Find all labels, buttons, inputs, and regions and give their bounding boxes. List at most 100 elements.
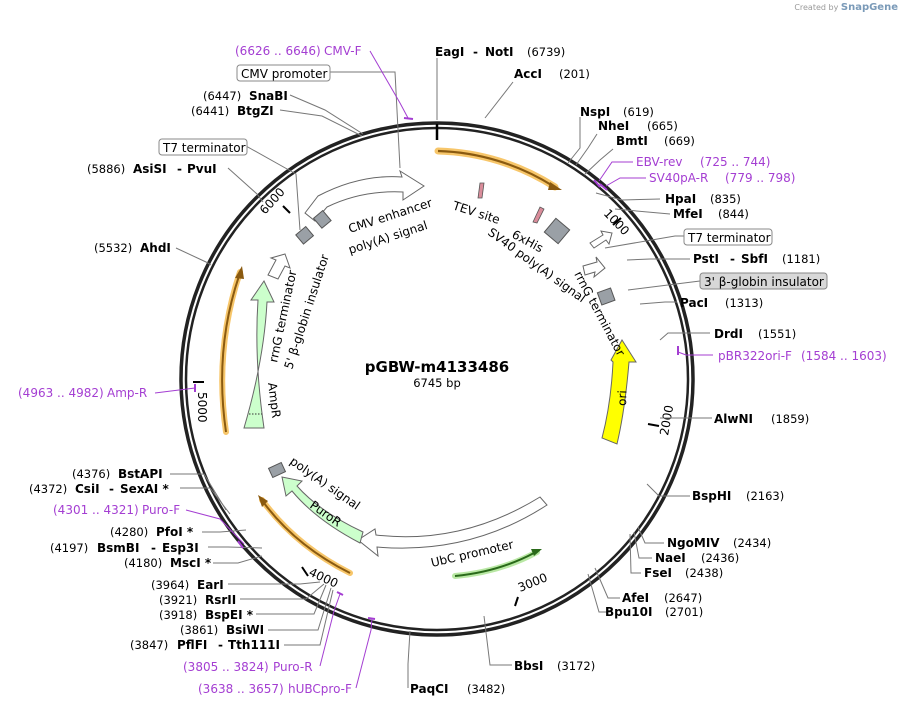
orf-bottom-arrow bbox=[263, 502, 351, 574]
svg-text:(3921): (3921) bbox=[159, 593, 197, 607]
svg-text:(2647): (2647) bbox=[664, 591, 702, 605]
tick-label-3000: 3000 bbox=[516, 570, 550, 594]
svg-text:-: - bbox=[218, 638, 223, 652]
svg-text:T7 terminator: T7 terminator bbox=[687, 231, 771, 245]
enz-eari: EarI bbox=[197, 578, 224, 592]
enz-sexai: SexAI * bbox=[120, 482, 169, 496]
svg-text:(2438): (2438) bbox=[685, 566, 723, 580]
svg-text:(3847): (3847) bbox=[130, 638, 168, 652]
ampr-arrow bbox=[243, 280, 275, 429]
svg-text:(2701): (2701) bbox=[665, 605, 703, 619]
enz-bsiwi: BsiWI bbox=[226, 623, 264, 637]
backbone-outer bbox=[179, 121, 695, 637]
svg-text:-: - bbox=[177, 162, 182, 176]
svg-text:(835): (835) bbox=[710, 192, 741, 206]
cmv-enhancer-arrow bbox=[304, 169, 425, 222]
box-t7-right bbox=[683, 228, 773, 246]
enz-acci: AccI bbox=[514, 67, 542, 81]
primer-labels: (6626 .. 6646) CMV-F EBV-rev (725 .. 744… bbox=[18, 44, 887, 696]
polya-bottom-box bbox=[267, 461, 287, 479]
enz-esp3i: Esp3I bbox=[162, 541, 199, 555]
enz-psti: PstI bbox=[693, 252, 719, 266]
puror-arrow bbox=[281, 476, 364, 544]
svg-text:(619): (619) bbox=[623, 105, 654, 119]
ori-arrow bbox=[601, 339, 637, 445]
enz-nspi: NspI bbox=[580, 105, 610, 119]
svg-text:(3805 .. 3824): (3805 .. 3824) bbox=[183, 660, 269, 674]
orf-top-glow bbox=[434, 147, 559, 191]
svg-text:(3861): (3861) bbox=[180, 623, 218, 637]
tev-site-mark bbox=[477, 182, 485, 199]
svg-text:(6626 .. 6646): (6626 .. 6646) bbox=[235, 44, 321, 58]
enz-msci: MscI * bbox=[170, 556, 212, 570]
snapgene-logo: SnapGene bbox=[840, 2, 898, 13]
box-t7-left bbox=[158, 138, 248, 156]
orf-top-arrow bbox=[437, 149, 554, 187]
svg-text:(2434): (2434) bbox=[733, 536, 771, 550]
svg-text:(3964): (3964) bbox=[151, 578, 189, 592]
enz-pfoi: PfoI * bbox=[156, 525, 194, 539]
svg-text:(669): (669) bbox=[664, 134, 695, 148]
tick-label-4000: 4000 bbox=[307, 565, 341, 591]
svg-text:(665): (665) bbox=[647, 119, 678, 133]
svg-text:(1859): (1859) bbox=[771, 412, 809, 426]
svg-text:(6739): (6739) bbox=[527, 45, 565, 59]
label-ampr: AmpR bbox=[265, 382, 283, 419]
enz-rsrii: RsrII bbox=[205, 593, 236, 607]
svg-text:(2436): (2436) bbox=[701, 551, 739, 565]
his6-mark bbox=[532, 206, 545, 224]
primer-puro-f: Puro-F bbox=[142, 503, 180, 517]
enz-bmti: BmtI bbox=[616, 134, 648, 148]
enz-pflfi: PflFI bbox=[177, 638, 207, 652]
svg-text:(6447): (6447) bbox=[203, 89, 241, 103]
svg-text:T7 terminator: T7 terminator bbox=[162, 141, 246, 155]
plasmid-name: pGBW-m4133486 bbox=[365, 358, 509, 376]
rrng-right-box bbox=[596, 287, 616, 306]
enz-paqci: PaqCI bbox=[410, 682, 448, 696]
svg-text:(1584 .. 1603): (1584 .. 1603) bbox=[801, 349, 887, 363]
enz-bsphi: BspHI bbox=[692, 489, 731, 503]
orf-top-head bbox=[548, 182, 562, 190]
svg-text:-: - bbox=[109, 482, 114, 496]
svg-text:(4963 .. 4982): (4963 .. 4982) bbox=[18, 386, 104, 400]
primer-sv40pa-r: SV40pA-R bbox=[649, 171, 708, 185]
svg-text:(2163): (2163) bbox=[746, 489, 784, 503]
enz-bbsi: BbsI bbox=[514, 659, 543, 673]
enz-asisi: AsiSI bbox=[133, 162, 167, 176]
svg-text:-: - bbox=[473, 45, 478, 59]
label-tev-site: TEV site bbox=[450, 198, 502, 227]
box-cmv-promoter bbox=[236, 64, 331, 82]
enz-mfei: MfeI bbox=[673, 207, 703, 221]
enz-bpu10i: Bpu10I bbox=[605, 605, 652, 619]
svg-text:(725 .. 744): (725 .. 744) bbox=[700, 155, 770, 169]
svg-text:(3172): (3172) bbox=[557, 659, 595, 673]
label-ori: ori bbox=[615, 390, 630, 406]
enz-afei: AfeI bbox=[622, 591, 649, 605]
svg-text:(4180): (4180) bbox=[124, 556, 162, 570]
svg-text:(3918): (3918) bbox=[159, 608, 197, 622]
enz-btgzi: BtgZI bbox=[237, 104, 274, 118]
orf-left-arrow bbox=[221, 275, 240, 433]
enz-hpai: HpaI bbox=[665, 192, 696, 206]
orf-bottom-glow bbox=[259, 497, 353, 576]
enz-alwni: AlwNI bbox=[714, 412, 753, 426]
enz-paci: PacI bbox=[680, 296, 708, 310]
svg-text:(4280): (4280) bbox=[110, 525, 148, 539]
orf-bottom-head bbox=[258, 495, 268, 507]
primer-puro-r: Puro-R bbox=[273, 660, 313, 674]
svg-text:(844): (844) bbox=[718, 207, 749, 221]
svg-text:(1313): (1313) bbox=[725, 296, 763, 310]
insulator-left-box bbox=[312, 209, 332, 229]
enz-tth111i: Tth111I bbox=[228, 638, 280, 652]
orf-left-head bbox=[235, 266, 244, 279]
enz-snabi: SnaBI bbox=[249, 89, 288, 103]
svg-text:(3482): (3482) bbox=[467, 682, 505, 696]
rrng-right-arrow bbox=[582, 256, 606, 279]
orf-left-glow bbox=[219, 269, 243, 435]
label-puror: PuroR bbox=[307, 498, 344, 530]
label-rrng-right: rrnG terminator bbox=[571, 269, 627, 359]
svg-text:(4301 .. 4321): (4301 .. 4321) bbox=[53, 503, 139, 517]
enz-sbfi: SbfI bbox=[741, 252, 768, 266]
enz-bspei: BspEI * bbox=[205, 608, 254, 622]
